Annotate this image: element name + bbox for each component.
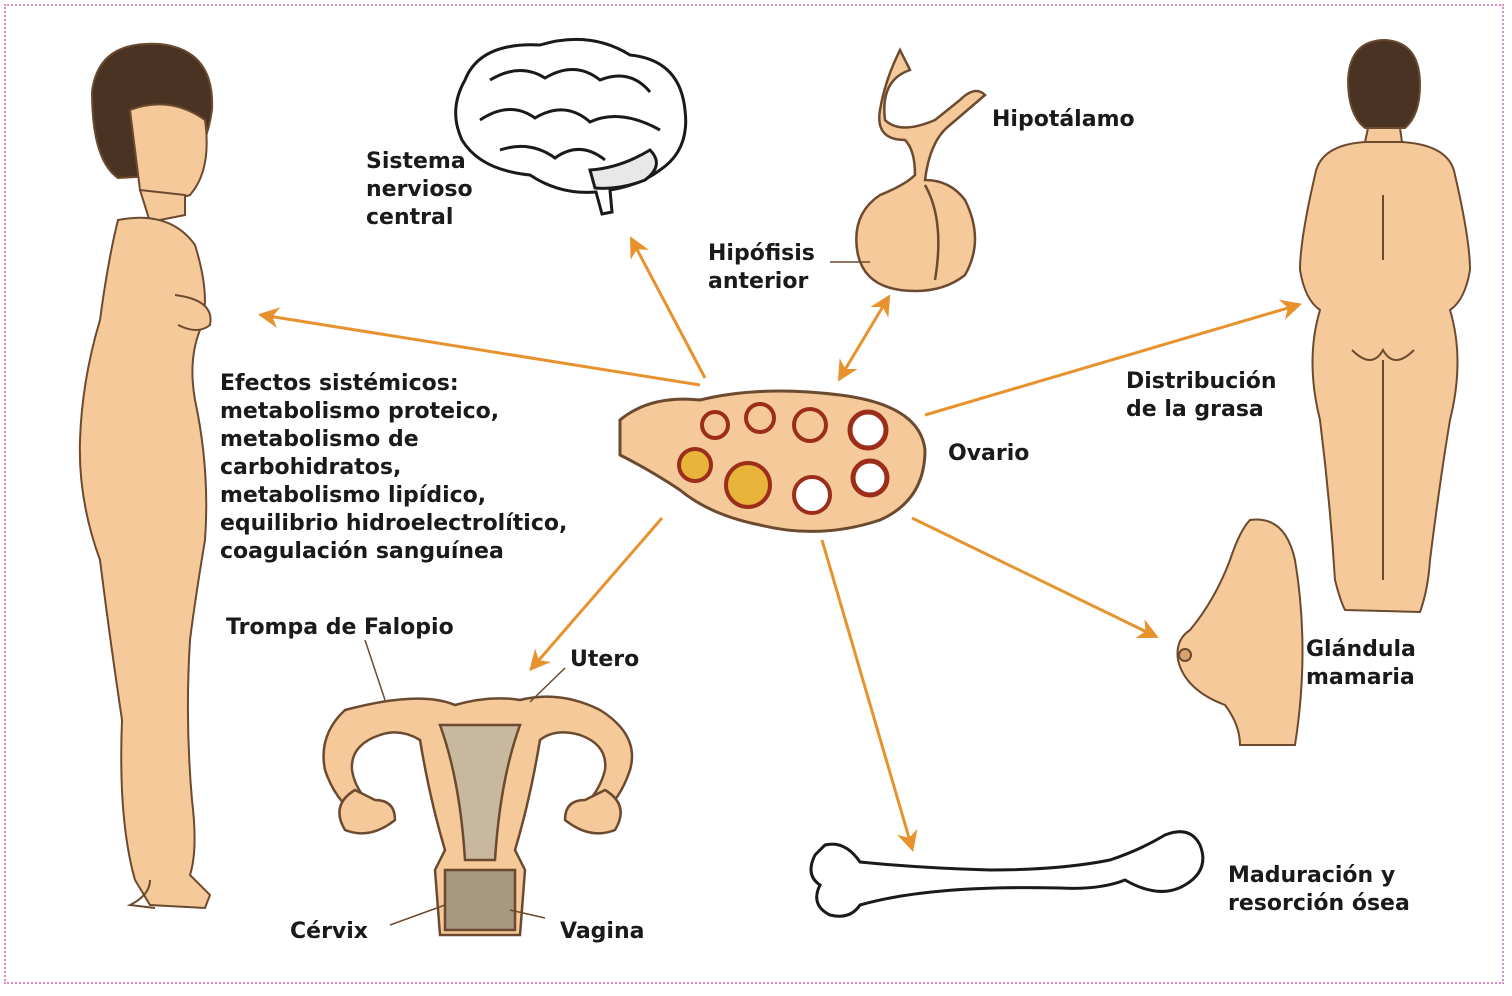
label-maduracion-line: Maduración y [1228, 862, 1410, 890]
woman-back-figure [1300, 40, 1470, 612]
label-maduracion-line: resorción ósea [1228, 890, 1410, 918]
label-hipofisis: Hipófisis anterior [708, 240, 815, 296]
label-trompa: Trompa de Falopio [226, 614, 454, 642]
label-cervix: Cérvix [290, 918, 368, 946]
trompa-leader-line [365, 640, 385, 700]
arrow-to-cns [632, 240, 705, 378]
label-glandula-line: mamaria [1306, 664, 1416, 692]
label-distribucion-line: de la grasa [1126, 396, 1277, 424]
label-efectos-line: metabolismo de [220, 426, 567, 454]
uterus-drawing [324, 697, 632, 935]
label-hipofisis-line: Hipófisis [708, 240, 815, 268]
label-efectos-line: coagulación sanguínea [220, 538, 567, 566]
ovary-drawing [620, 391, 925, 531]
label-maduracion: Maduración y resorción ósea [1228, 862, 1410, 918]
breast-drawing [1178, 520, 1303, 746]
arrow-to-bone [822, 540, 912, 848]
label-hipotalamo: Hipotálamo [992, 106, 1135, 134]
label-efectos-line: metabolismo proteico, [220, 398, 567, 426]
label-ovario: Ovario [948, 440, 1029, 468]
label-glandula: Glándula mamaria [1306, 636, 1416, 692]
arrow-ovary-pituitary [840, 298, 888, 378]
label-snc-line: central [366, 204, 473, 232]
label-distribucion-line: Distribución [1126, 368, 1277, 396]
label-efectos-line: equilibrio hidroelectrolítico, [220, 510, 567, 538]
label-vagina: Vagina [560, 918, 644, 946]
cervix-leader-line [390, 905, 445, 925]
pituitary-drawing [856, 50, 985, 291]
label-hipofisis-line: anterior [708, 268, 815, 296]
femur-drawing [811, 832, 1203, 917]
woman-side-figure [80, 44, 212, 908]
label-efectos-line: carbohidratos, [220, 454, 567, 482]
label-utero: Utero [570, 646, 639, 674]
label-glandula-line: Glándula [1306, 636, 1416, 664]
label-snc-line: nervioso [366, 176, 473, 204]
label-distribucion: Distribución de la grasa [1126, 368, 1277, 424]
brain-drawing [456, 39, 686, 214]
label-efectos-line: Efectos sistémicos: [220, 370, 567, 398]
label-efectos-line: metabolismo lipídico, [220, 482, 567, 510]
label-snc-line: Sistema [366, 148, 473, 176]
label-snc: Sistema nervioso central [366, 148, 473, 232]
label-efectos: Efectos sistémicos: metabolismo proteico… [220, 370, 567, 566]
arrow-to-breast [912, 518, 1155, 636]
